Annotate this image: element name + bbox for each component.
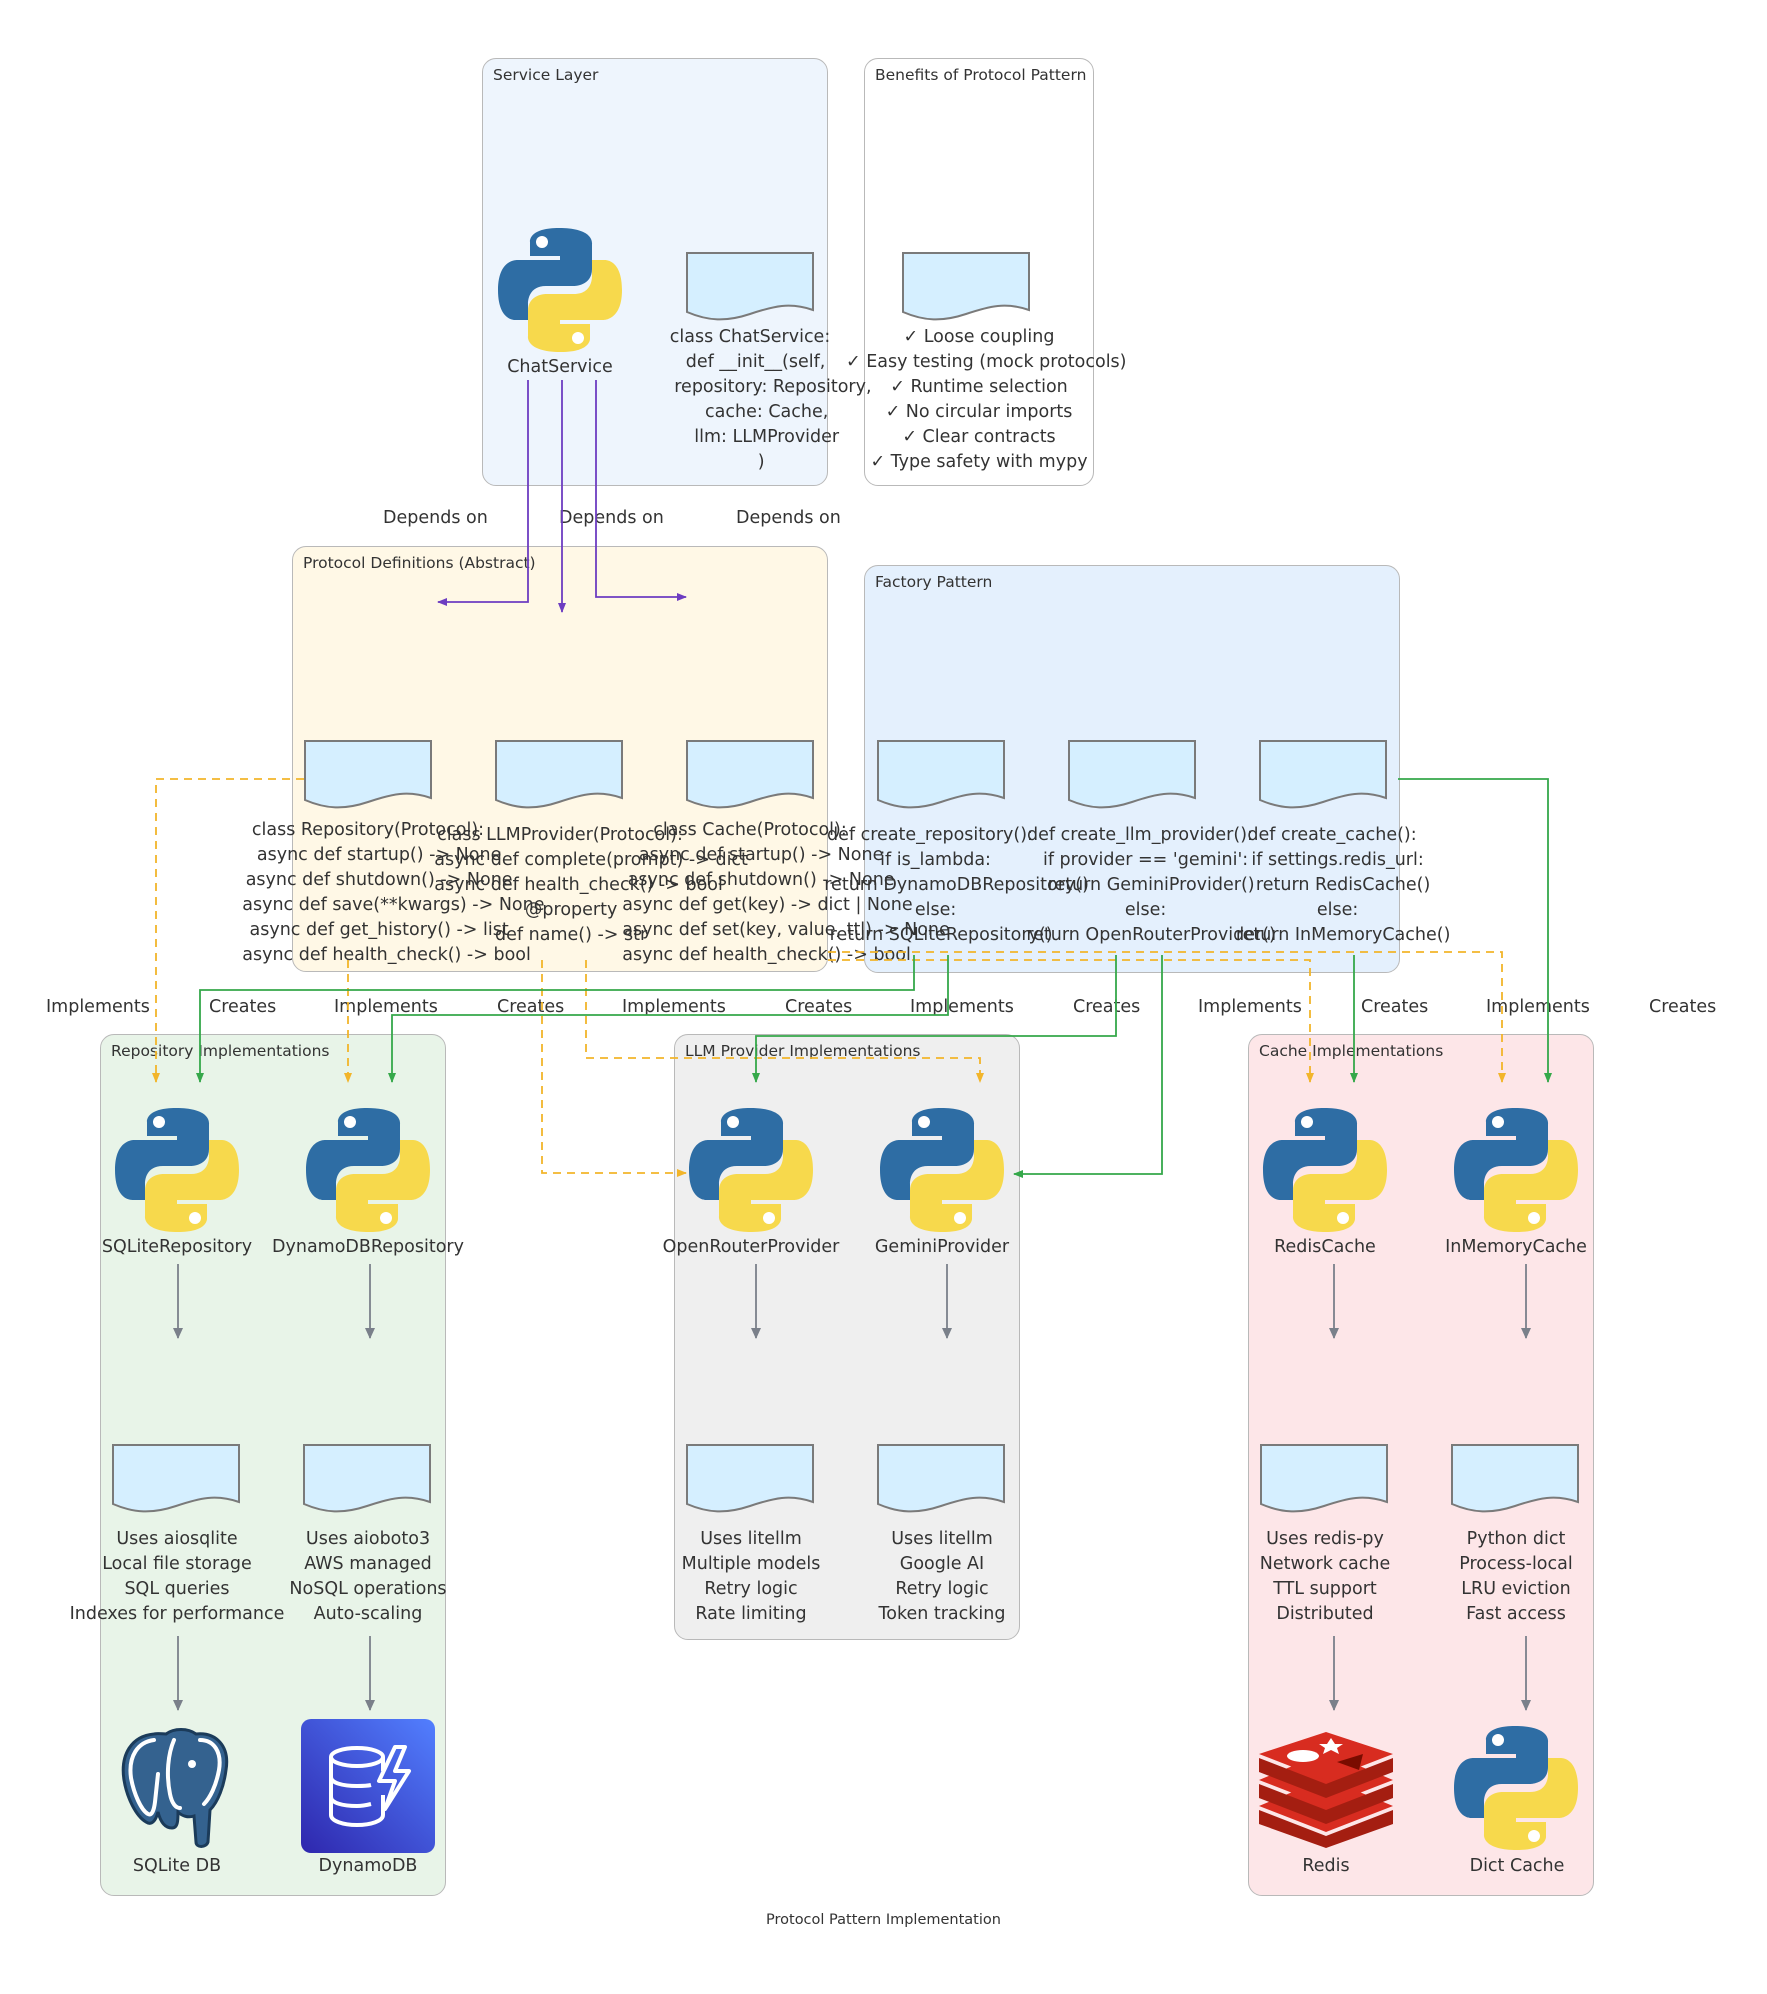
create-cache-code: def create_cache(): if settings.redis_ur… — [1235, 825, 1451, 945]
cluster-title: Factory Pattern — [875, 573, 993, 591]
edge-implements — [585, 960, 984, 1083]
document-icon — [686, 1444, 814, 1513]
chatservice-code: class ChatService: def __init__(self, re… — [669, 327, 872, 472]
cluster-title: Repository Implementations — [111, 1042, 330, 1060]
edge-creates — [1398, 778, 1552, 1083]
document-icon — [304, 740, 432, 809]
python-logo-icon — [689, 1108, 813, 1232]
create-repository-code: def create_repository(): if is_lambda: r… — [824, 825, 1089, 945]
llm-provider-protocol-code: class LLMProvider(Protocol): async def c… — [434, 825, 748, 945]
document-icon — [1260, 1444, 1388, 1513]
python-logo-icon — [1263, 1108, 1387, 1232]
document-icon — [1451, 1444, 1579, 1513]
edge-label-implements: Implements — [334, 997, 438, 1017]
document-icon — [686, 252, 814, 321]
cluster-title: LLM Provider Implementations — [685, 1042, 921, 1060]
node-redis-label: Redis — [1302, 1856, 1350, 1876]
edge-implements — [828, 959, 1314, 1083]
edge-creates — [1013, 955, 1163, 1178]
diagram-title: Protocol Pattern Implementation — [766, 1912, 1001, 1928]
node-geminiprovider-label: GeminiProvider — [874, 1237, 1010, 1257]
python-logo-icon — [880, 1108, 1004, 1232]
create-llm-provider-code: def create_llm_provider(): if provider =… — [1026, 825, 1276, 945]
edge-label-creates: Creates — [1073, 997, 1141, 1017]
openrouter-details: Uses litellm Multiple models Retry logic… — [681, 1529, 821, 1624]
edge-label-implements: Implements — [46, 997, 150, 1017]
edge-label-implements: Implements — [1486, 997, 1590, 1017]
benefits-list: ✓ Loose coupling ✓ Easy testing (mock pr… — [846, 327, 1127, 472]
edge-label-implements: Implements — [1198, 997, 1302, 1017]
document-icon — [877, 740, 1005, 809]
document-icon — [686, 740, 814, 809]
node-dynamodb-label: DynamoDB — [318, 1856, 418, 1876]
edge-label-depends-on: Depends on — [559, 508, 664, 528]
node-chatservice-label: ChatService — [507, 357, 613, 377]
node-openrouterprovider-label: OpenRouterProvider — [662, 1237, 840, 1257]
python-logo-icon — [498, 228, 622, 352]
edge-label-creates: Creates — [209, 997, 277, 1017]
document-icon — [303, 1444, 431, 1513]
cluster-title: Service Layer — [493, 66, 599, 84]
edge-label-implements: Implements — [910, 997, 1014, 1017]
redis-details: Uses redis-py Network cache TTL support … — [1259, 1529, 1391, 1624]
repository-protocol-code: class Repository(Protocol): async def st… — [242, 820, 544, 965]
node-inmemorycache-label: InMemoryCache — [1445, 1237, 1587, 1257]
gemini-details: Uses litellm Google AI Retry logic Token… — [878, 1529, 1006, 1624]
postgresql-elephant-icon — [121, 1728, 229, 1848]
redis-logo-icon — [1259, 1732, 1393, 1848]
edge-label-creates: Creates — [1649, 997, 1717, 1017]
edge-label-creates: Creates — [497, 997, 565, 1017]
document-icon — [902, 252, 1030, 321]
edge-label-depends-on: Depends on — [736, 508, 841, 528]
edge-label-creates: Creates — [785, 997, 853, 1017]
edge-implements — [152, 778, 304, 1083]
sqlite-details: Uses aiosqlite Local file storage SQL qu… — [69, 1529, 285, 1624]
node-sqlite-db-label: SQLite DB — [132, 1856, 222, 1876]
python-logo-icon — [115, 1108, 239, 1232]
edge-creates — [388, 955, 949, 1083]
node-rediscache-label: RedisCache — [1274, 1237, 1376, 1257]
document-icon — [877, 1444, 1005, 1513]
python-logo-icon — [1454, 1108, 1578, 1232]
edge-implements — [541, 960, 687, 1177]
node-dict-cache-label: Dict Cache — [1469, 1856, 1565, 1876]
python-logo-icon — [306, 1108, 430, 1232]
document-icon — [112, 1444, 240, 1513]
edge-label-creates: Creates — [1361, 997, 1429, 1017]
cluster-title: Protocol Definitions (Abstract) — [303, 554, 536, 572]
edge-depends-on — [437, 380, 529, 606]
dynamodb-details: Uses aioboto3 AWS managed NoSQL operatio… — [289, 1529, 447, 1624]
document-icon — [495, 740, 623, 809]
document-icon — [1259, 740, 1387, 809]
node-dynamodbrepository-label: DynamoDBRepository — [272, 1237, 464, 1257]
python-logo-icon — [1454, 1726, 1578, 1850]
inmemory-details: Python dict Process-local LRU eviction F… — [1459, 1529, 1573, 1624]
document-icon — [1068, 740, 1196, 809]
node-sqliterepository-label: SQLiteRepository — [101, 1237, 253, 1257]
edge-creates — [752, 955, 1117, 1083]
cluster-title: Benefits of Protocol Pattern — [875, 66, 1087, 84]
edge-label-depends-on: Depends on — [383, 508, 488, 528]
edge-creates — [196, 955, 915, 1083]
edge-implements — [828, 951, 1506, 1083]
cluster-title: Cache Implementations — [1259, 1042, 1444, 1060]
edge-label-implements: Implements — [622, 997, 726, 1017]
edge-depends-on — [595, 380, 687, 601]
aws-dynamodb-icon — [301, 1719, 435, 1853]
